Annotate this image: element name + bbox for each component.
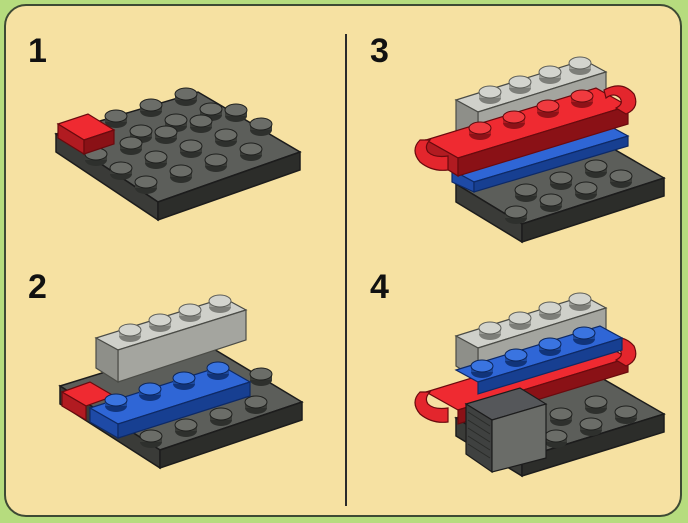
lego-steps-illustration <box>6 6 682 517</box>
instructions-panel: 1 3 2 4 <box>4 4 682 517</box>
step-1-model <box>56 88 300 220</box>
step-2-model <box>60 295 302 468</box>
step-4-model <box>415 293 664 476</box>
step-3-model <box>415 57 664 242</box>
